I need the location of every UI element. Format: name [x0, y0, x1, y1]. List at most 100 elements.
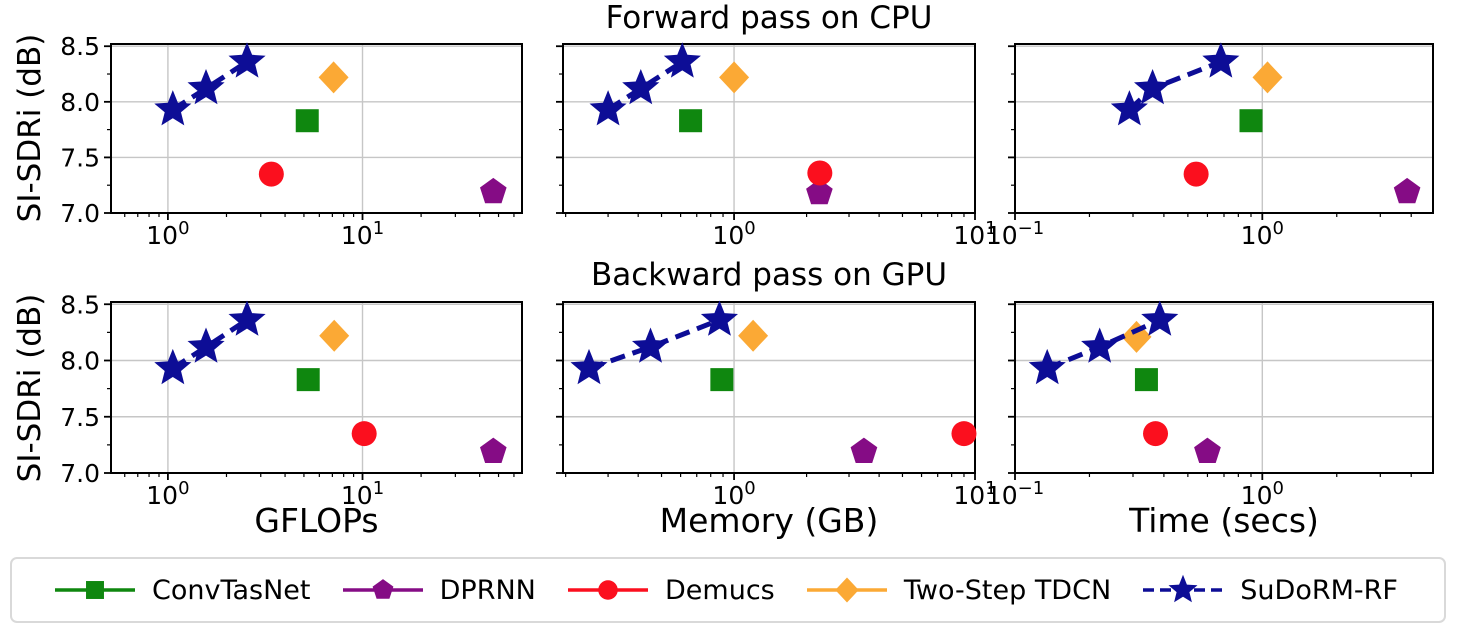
tick-label: 100	[1241, 478, 1284, 510]
tick-label: 101	[341, 478, 384, 510]
marker-two-step-tdcn	[719, 61, 750, 94]
x-axis-label-memory: Memory (GB)	[659, 501, 879, 540]
marker-two-step-tdcn	[1252, 61, 1283, 94]
marker-sudorm-rf	[228, 300, 266, 336]
x-axis-label-gflops: GFLOPs	[254, 501, 379, 540]
legend-item-demucs: Demucs	[565, 571, 775, 609]
marker-convtasnet	[1134, 368, 1158, 392]
chart-canvas: 100 101 7.0 7.5 8.0 8.5	[60, 290, 523, 510]
x-axis-label-time: Time (secs)	[1129, 501, 1319, 540]
marker-demucs	[807, 160, 833, 186]
marker-demucs	[258, 161, 284, 187]
subplot-backward-time: 10−1 100	[986, 300, 1434, 510]
marker-two-step-tdcn	[1121, 320, 1152, 353]
marker-sudorm-rf	[228, 42, 266, 78]
sudorm-rf-star-icon	[1140, 571, 1226, 609]
subplot-forward-memory: 100 101	[556, 42, 997, 250]
legend-marker-diamond	[835, 577, 859, 603]
marker-dprnn	[850, 437, 878, 463]
marker-sudorm-rf	[1202, 42, 1240, 78]
legend-item-sudorm-rf: SuDoRM-RF	[1140, 571, 1398, 609]
series-line-sudorm-rf	[171, 317, 249, 371]
tick-label: 101	[953, 218, 996, 250]
legend-item-convtasnet: ConvTasNet	[52, 571, 311, 609]
marker-sudorm-rf	[570, 348, 608, 385]
tick-label: 100	[146, 218, 189, 250]
marker-demucs	[1143, 421, 1169, 447]
y-tick-label: 8.0	[60, 88, 100, 117]
chart-canvas: 100 101	[556, 42, 997, 250]
legend-item-two-step-tdcn: Two-Step TDCN	[804, 571, 1111, 609]
marker-dprnn	[1393, 177, 1421, 204]
tick-label: 100	[1241, 218, 1284, 250]
legend-marker-pentagon	[372, 579, 394, 599]
marker-dprnn	[806, 179, 833, 205]
marker-demucs	[351, 421, 377, 447]
y-tick-label: 7.5	[60, 143, 100, 172]
marker-sudorm-rf	[1141, 300, 1179, 336]
subplot-backward-memory: 100 101	[556, 300, 997, 510]
series-line-sudorm-rf	[606, 59, 684, 112]
convtasnet-square-icon	[52, 571, 138, 609]
y-tick-label: 7.0	[60, 459, 100, 488]
y-axis-label-bottom: SI-SDRi (dB)	[12, 293, 48, 483]
y-tick-label: 8.5	[60, 32, 100, 61]
marker-sudorm-rf	[632, 327, 669, 363]
legend: ConvTasNet DPRNN Demucs Two-Step TDCN Su…	[10, 557, 1446, 623]
marker-convtasnet	[295, 109, 319, 133]
demucs-circle-icon	[565, 571, 651, 609]
marker-sudorm-rf	[622, 69, 660, 105]
row-title-backward: Backward pass on GPU	[590, 257, 948, 293]
tick-label: 101	[953, 478, 996, 510]
marker-sudorm-rf	[1028, 348, 1066, 385]
y-tick-label: 7.0	[60, 199, 100, 228]
marker-convtasnet	[1239, 109, 1263, 133]
marker-convtasnet	[679, 109, 703, 133]
marker-sudorm-rf	[187, 327, 225, 363]
marker-sudorm-rf	[700, 300, 738, 336]
row-title-forward: Forward pass on CPU	[605, 0, 933, 36]
tick-label: 100	[146, 478, 189, 510]
subplot-forward-gflops: 100 101 7.0 7.5 8.0 8.5	[60, 32, 523, 250]
marker-dprnn	[1194, 437, 1221, 463]
marker-sudorm-rf	[1134, 69, 1172, 105]
marker-sudorm-rf	[589, 90, 627, 126]
tick-label: 100	[712, 218, 755, 250]
marker-demucs	[1183, 161, 1209, 187]
chart-canvas: 100 101	[556, 300, 997, 510]
legend-marker-square	[86, 581, 104, 599]
two-step-tdcn-diamond-icon	[804, 571, 890, 609]
chart-canvas: 100 101 7.0 7.5 8.0 8.5	[60, 32, 523, 250]
dprnn-pentagon-icon	[340, 571, 426, 609]
tick-label: 10−1	[986, 478, 1044, 510]
marker-dprnn	[480, 177, 507, 204]
marker-demucs	[951, 421, 977, 447]
y-tick-label: 8.0	[60, 347, 100, 376]
marker-two-step-tdcn	[318, 61, 349, 94]
marker-sudorm-rf	[187, 69, 225, 105]
legend-item-dprnn: DPRNN	[340, 571, 536, 609]
series-line-sudorm-rf	[171, 59, 249, 112]
y-tick-label: 7.5	[60, 403, 100, 432]
marker-sudorm-rf	[663, 42, 701, 78]
subplot-backward-gflops: 100 101 7.0 7.5 8.0 8.5	[60, 290, 523, 510]
legend-marker-star	[1168, 574, 1198, 603]
legend-marker-circle	[598, 580, 618, 600]
y-tick-label: 8.5	[60, 290, 100, 319]
marker-dprnn	[480, 437, 507, 463]
marker-sudorm-rf	[154, 348, 192, 385]
marker-sudorm-rf	[1110, 90, 1148, 126]
marker-two-step-tdcn	[738, 319, 769, 352]
marker-sudorm-rf	[154, 90, 192, 126]
marker-convtasnet	[710, 368, 734, 392]
marker-convtasnet	[296, 368, 320, 392]
chart-canvas: 10−1 100	[986, 300, 1434, 510]
marker-two-step-tdcn	[319, 319, 350, 352]
marker-sudorm-rf	[1081, 327, 1119, 363]
y-axis-label-top: SI-SDRi (dB)	[12, 33, 48, 223]
tick-label: 100	[712, 478, 755, 510]
tick-label: 101	[341, 218, 384, 250]
